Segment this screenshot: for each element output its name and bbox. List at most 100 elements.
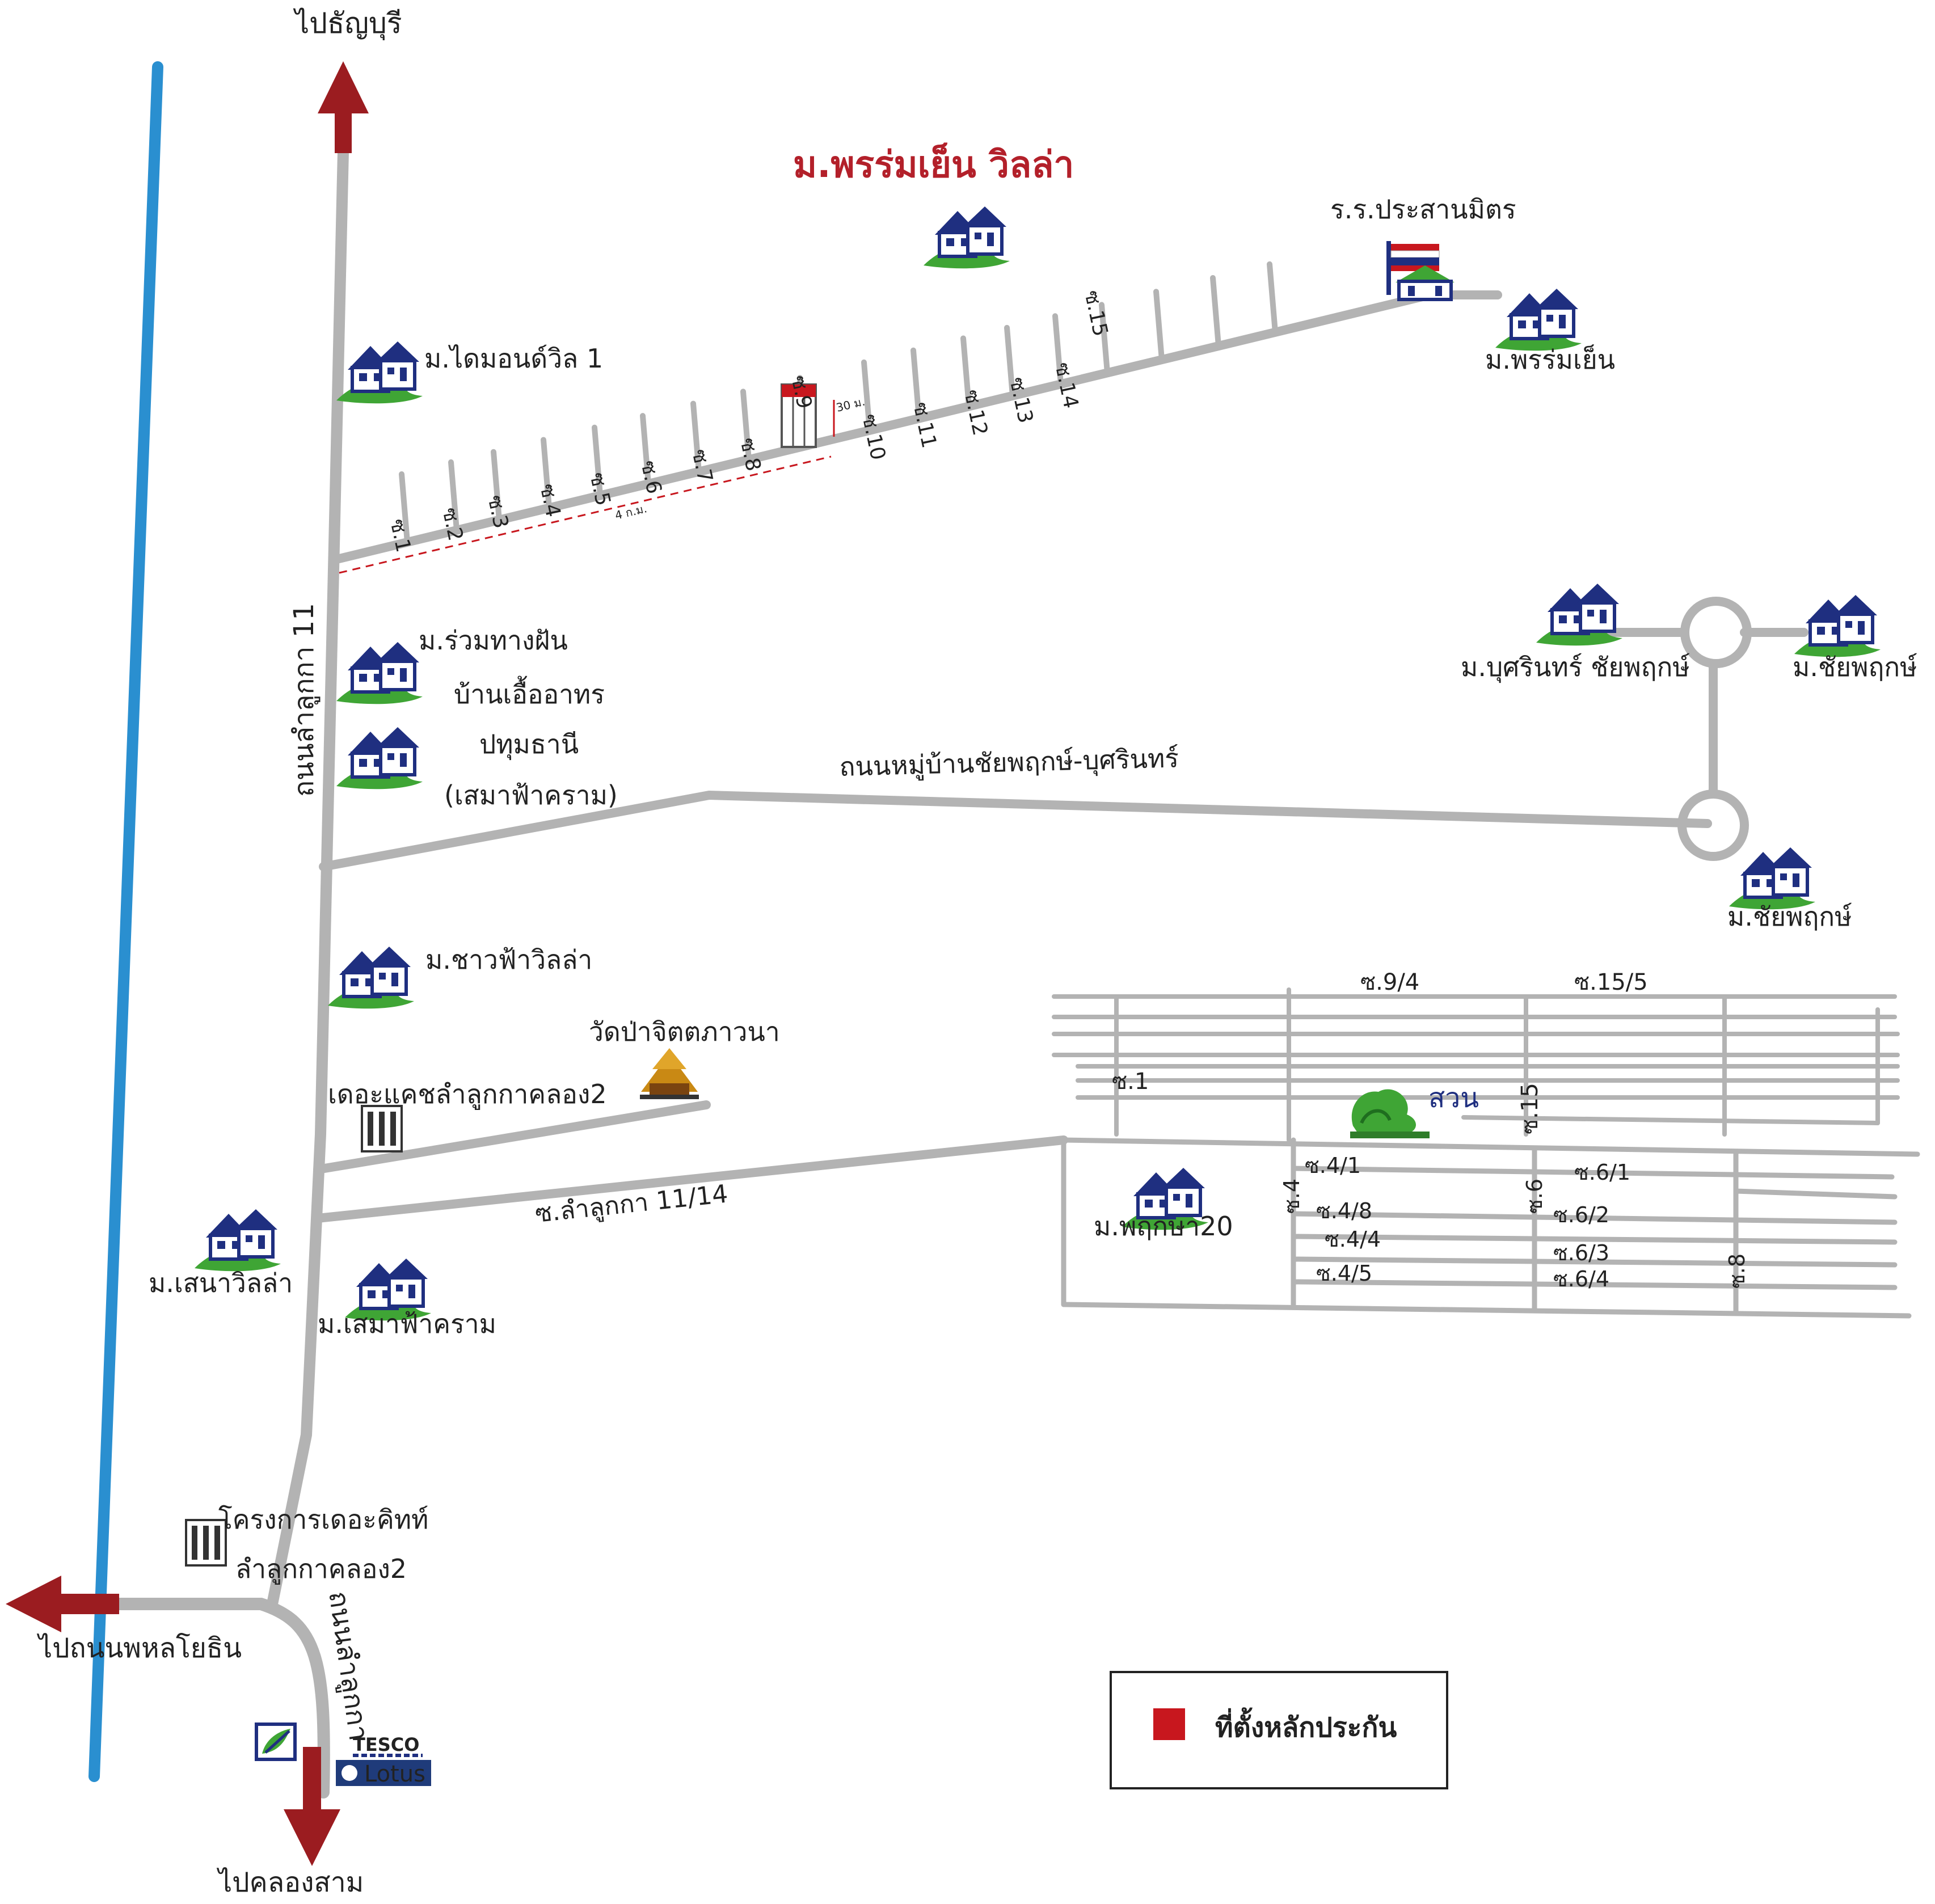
house-icon bbox=[195, 1209, 281, 1271]
place-kith-1: โครงการเดอะคิทท์ bbox=[218, 1504, 428, 1535]
grid-label-s15: ซ.15 bbox=[1517, 1083, 1543, 1134]
measure-short-label: 30 ม. bbox=[835, 395, 867, 415]
temple-icon bbox=[640, 1048, 699, 1099]
house-icon bbox=[336, 727, 423, 789]
building-icon bbox=[361, 1105, 403, 1152]
ptt-logo-icon bbox=[255, 1723, 297, 1761]
place-kith-2: ลำลูกกาคลอง2 bbox=[235, 1553, 407, 1585]
property-marker-icon bbox=[781, 383, 817, 448]
grid-bottom bbox=[1061, 1137, 1920, 1319]
grid-label-s1: ซ.1 bbox=[1112, 1069, 1149, 1095]
place-diamond: ม.ไดมอนด์วิล 1 bbox=[424, 343, 603, 374]
legend-swatch bbox=[1153, 1708, 1185, 1740]
road-temple bbox=[313, 1100, 711, 1174]
direction-north: ไปธัญบุรี bbox=[293, 7, 402, 40]
grid-label-s6-2: ซ.6/2 bbox=[1553, 1202, 1609, 1227]
soi-street bbox=[448, 459, 459, 533]
house-icon bbox=[1729, 847, 1815, 909]
soi-street bbox=[1004, 324, 1015, 399]
soi-label: ซ.11 bbox=[908, 400, 941, 450]
soi-street bbox=[1267, 261, 1278, 335]
grid-label-s8: ซ.8 bbox=[1725, 1253, 1749, 1289]
place-thecase: เดอะแคชลำลูกกาคลอง2 bbox=[328, 1079, 607, 1110]
main-road-lower bbox=[107, 1598, 330, 1799]
tesco-lotus-logo: TESCO Lotus bbox=[336, 1734, 431, 1787]
soi-street bbox=[960, 335, 972, 409]
soi-street bbox=[690, 400, 702, 475]
grid-top bbox=[1052, 987, 1900, 1142]
arrow-north-icon bbox=[318, 61, 369, 153]
place-chaofa: ม.ชาวฟ้าวิลล่า bbox=[425, 944, 592, 975]
grid-label-s15-5: ซ.15/5 bbox=[1574, 969, 1648, 995]
measure-long-label: 4 ก.ม. bbox=[614, 501, 648, 522]
place-chaiyaphruek-1: ม.ชัยพฤกษ์ bbox=[1793, 652, 1917, 682]
place-temple: วัดป่าจิตตภาวนา bbox=[589, 1016, 780, 1047]
soi-street bbox=[910, 347, 922, 421]
measure-line-long bbox=[339, 455, 832, 574]
place-semafa: ม.เสมาฟ้าคราม bbox=[318, 1308, 496, 1339]
soi-label: ซ.14 bbox=[1050, 360, 1082, 410]
place-ruamtang-4: (เสมาฟ้าคราม) bbox=[444, 780, 618, 810]
top-diagonal-road bbox=[335, 290, 1434, 563]
place-phornromyen: ม.พรร่มเย็น bbox=[1485, 344, 1615, 375]
house-icon bbox=[1794, 595, 1881, 657]
soi-street bbox=[491, 449, 502, 523]
soi-street bbox=[861, 359, 872, 433]
soi-label: ซ.15 bbox=[1080, 288, 1112, 338]
place-park: สวน bbox=[1428, 1082, 1479, 1114]
road-label-lower: ถนนลำลูกกา bbox=[322, 1589, 374, 1743]
arrow-west-icon bbox=[6, 1576, 119, 1632]
grid-label-s6-1: ซ.6/1 bbox=[1574, 1160, 1630, 1185]
soi-street bbox=[399, 471, 410, 545]
grid-label-s4-8: ซ.4/8 bbox=[1316, 1198, 1372, 1223]
main-road-lamlukka-11 bbox=[267, 146, 349, 1610]
place-pruksa: ม.พฤกษา20 bbox=[1094, 1211, 1233, 1242]
soi-label: ซ.10 bbox=[857, 412, 889, 462]
lotus-text: Lotus bbox=[364, 1761, 425, 1787]
soi-street bbox=[1210, 275, 1221, 349]
place-ruamtang-3: ปทุมธานี bbox=[479, 729, 579, 761]
soi-label: ซ.13 bbox=[1005, 375, 1037, 425]
place-busarin: ม.บุศรินทร์ ชัยพฤกษ์ bbox=[1461, 652, 1690, 683]
roundabout-top bbox=[1680, 597, 1752, 668]
canal bbox=[88, 61, 163, 1782]
house-icon bbox=[1536, 584, 1622, 645]
legend-label: ที่ตั้งหลักประกัน bbox=[1215, 1707, 1397, 1743]
school-flag-icon bbox=[1386, 241, 1455, 301]
soi-street bbox=[1052, 313, 1064, 387]
house-icon bbox=[1495, 289, 1582, 351]
soi-street bbox=[1099, 302, 1110, 376]
soi-label: ซ.12 bbox=[959, 387, 992, 437]
house-icon bbox=[924, 206, 1010, 268]
arrow-south-icon bbox=[284, 1747, 340, 1866]
soi-street bbox=[592, 424, 603, 499]
house-icon bbox=[336, 642, 423, 704]
house-icon bbox=[328, 947, 414, 1008]
place-senavilla: ม.เสนาวิลล่า bbox=[149, 1268, 293, 1298]
soi-label: ซ.7 bbox=[687, 447, 716, 484]
place-ruamtang-2: บ้านเอื้ออาทร bbox=[454, 676, 605, 710]
roundabout-bottom bbox=[1677, 790, 1749, 861]
tesco-text: TESCO bbox=[353, 1734, 419, 1755]
place-chaiyaphruek-2: ม.ชัยพฤกษ์ bbox=[1727, 901, 1852, 932]
grid-label-s4-1: ซ.4/1 bbox=[1305, 1153, 1361, 1178]
grid-label-s6-4: ซ.6/4 bbox=[1553, 1266, 1609, 1291]
place-ruamtang-1: ม.ร่วมทางฝัน bbox=[419, 625, 568, 656]
grid-label-s4: ซ.4 bbox=[1279, 1179, 1304, 1214]
road-chaiyaphruek-busarin bbox=[319, 790, 1712, 871]
legend: ที่ตั้งหลักประกัน bbox=[1110, 1671, 1448, 1789]
grid-label-s4-4: ซ.4/4 bbox=[1325, 1227, 1381, 1252]
grid-label-s6-3: ซ.6/3 bbox=[1553, 1240, 1609, 1265]
grid-label-s6: ซ.6 bbox=[1522, 1179, 1547, 1214]
soi-street bbox=[541, 437, 552, 511]
direction-south: ไปคลองสาม bbox=[216, 1867, 364, 1898]
soi-street bbox=[1153, 289, 1165, 363]
soi-street bbox=[640, 413, 651, 487]
soi-label: ซ.8 bbox=[735, 436, 765, 473]
soi-street bbox=[740, 389, 752, 463]
direction-west: ไปถนนพหลโยธิน bbox=[36, 1632, 242, 1664]
place-school: ร.ร.ประสานมิตร bbox=[1330, 194, 1516, 225]
road-label-main: ถนนลำลูกกา 11 bbox=[288, 603, 321, 797]
map-title: ม.พรร่มเย็น วิลล่า bbox=[793, 143, 1074, 186]
